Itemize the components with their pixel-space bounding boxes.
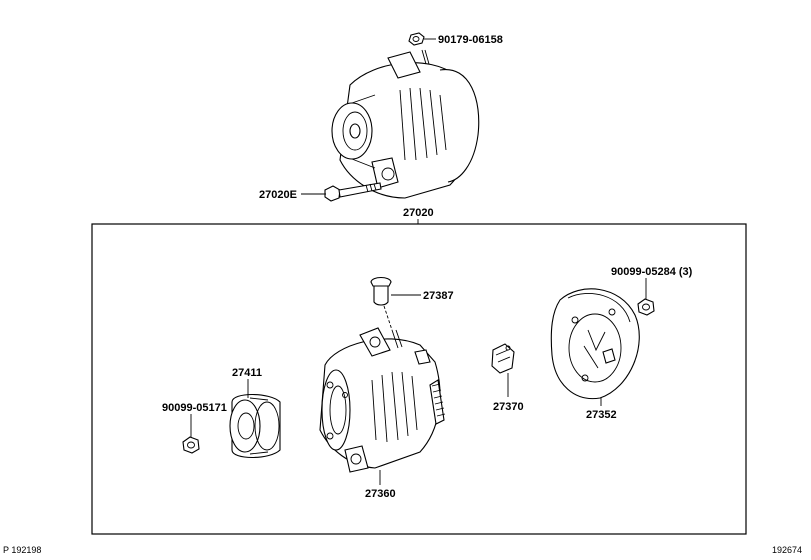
rear-cover-27352-illustration	[550, 288, 640, 400]
nut-90099-05171-illustration	[182, 436, 200, 454]
alternator-assembly-illustration	[331, 49, 480, 199]
corner-reference-left: P 192198	[3, 545, 41, 555]
label-assembly: 27020	[403, 207, 434, 219]
pulley-27411-illustration	[229, 393, 281, 459]
nut-90179-06158-illustration	[408, 32, 425, 46]
label-rotor-body: 27360	[365, 488, 396, 500]
corner-reference-right: 192674	[772, 545, 802, 555]
assembly-frame	[91, 223, 747, 535]
label-pulley: 27411	[232, 367, 262, 379]
brush-holder-27370-illustration	[491, 343, 515, 374]
rotor-body-27360-illustration	[319, 327, 446, 473]
cap-27387-illustration	[370, 276, 392, 306]
label-cap: 27387	[423, 290, 454, 302]
nut-90099-05284-illustration	[637, 298, 655, 316]
label-brush-holder: 27370	[493, 401, 524, 413]
cap-alignment-line	[383, 305, 393, 331]
bolt-27020e-illustration	[324, 182, 382, 202]
label-bolt: 27020E	[259, 189, 297, 201]
label-rear-cover: 27352	[586, 409, 617, 421]
label-nut-pulley: 90099-05171	[162, 402, 227, 414]
label-nut-top: 90179-06158	[438, 34, 503, 46]
label-nut-right: 90099-05284 (3)	[611, 266, 693, 278]
